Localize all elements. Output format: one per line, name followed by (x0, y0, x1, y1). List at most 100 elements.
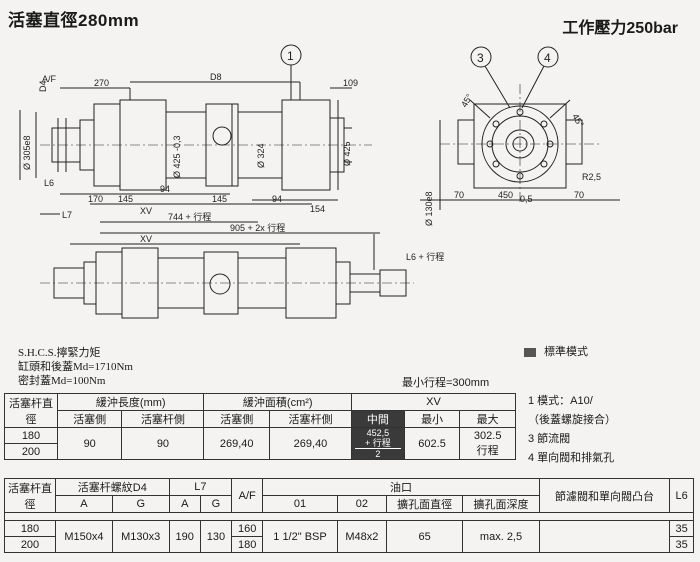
t2-h-01: 01 (262, 495, 338, 513)
side-note-4: 4 單向閥和排氣孔 (528, 452, 615, 464)
dim-d4: D4 (38, 80, 48, 92)
dim-270: 270 (94, 78, 109, 88)
dim-d305: Ø 305e8 (22, 135, 32, 170)
t1-xv-mid: 452,5 + 行程 2 (351, 427, 405, 460)
dim-d324: Ø 324 (256, 143, 266, 168)
dim-94a: 94 (160, 184, 170, 194)
torque-note-title: S.H.C.S.擰緊力矩 (18, 347, 101, 359)
torque-note-seal: 密封蓋Md=100Nm (18, 375, 106, 387)
balloon-4: 4 (544, 51, 551, 65)
dim-r25: R2,5 (582, 172, 601, 182)
dim-70a: 70 (454, 190, 464, 200)
dim-xv2: XV (140, 234, 152, 244)
legend: 標準模式 (524, 343, 588, 359)
t2-bore: 65 (385, 520, 464, 553)
dim-170: 170 (88, 194, 103, 204)
t2-l6-2: 35 (669, 536, 694, 553)
t2-h-depth: 擴孔面深度 (462, 495, 540, 513)
t1-h-mid: 中間 (351, 410, 405, 428)
torque-note-head: 缸頭和後蓋Md=1710Nm (18, 361, 133, 373)
t2-valve (538, 520, 671, 553)
t1-xv-min: 602.5 (403, 427, 461, 460)
dim-05: 0,5 (520, 194, 533, 204)
dim-905: 905 + 2x 行程 (230, 222, 285, 233)
dim-45b: 45° (570, 112, 586, 129)
t1-area-piston: 269,40 (203, 427, 270, 460)
t1-rod1: 180 (4, 427, 58, 444)
page-title: 活塞直徑280mm (8, 11, 140, 30)
t2-h-l7: L7 (168, 478, 233, 496)
t1-h-rod: 活塞杆直徑 (4, 393, 58, 428)
t2-h-bore: 擴孔面直徑 (385, 495, 464, 513)
cylinder-end-view (440, 84, 600, 204)
pressure-title: 工作壓力250bar (562, 20, 678, 37)
t2-h-02: 02 (336, 495, 388, 513)
t2-spacer (4, 512, 694, 521)
t1-max-bot: 行程 (476, 444, 499, 457)
t2-h-g2: G (199, 495, 233, 513)
legend-label: 標準模式 (544, 346, 588, 358)
t2-l7-a: 190 (168, 520, 201, 553)
dim-94b: 94 (272, 194, 282, 204)
cushion-table: 活塞杆直徑 緩沖長度(mm) 緩沖面積(cm²) XV 活塞側 活塞杆側 活塞側… (4, 393, 516, 460)
dim-145b: 145 (212, 194, 227, 204)
legend-swatch (524, 347, 536, 357)
t2-h-l6: L6 (669, 478, 694, 513)
dim-xv: XV (140, 206, 152, 216)
dim-d425a: Ø 425 -0,3 (172, 135, 182, 178)
side-note-3: 3 節流閥 (528, 433, 571, 445)
t1-h-piston2: 活塞側 (203, 410, 270, 428)
t1-h-cushlen: 緩沖長度(mm) (56, 393, 205, 411)
dim-l7: L7 (62, 210, 72, 220)
dim-70b: 70 (574, 190, 584, 200)
t1-max-top: 302.5 (473, 429, 502, 442)
t1-h-xv: XV (351, 393, 516, 411)
balloon-3: 3 (477, 51, 484, 65)
t2-depth: max. 2,5 (462, 520, 540, 553)
side-note-2: （後蓋螺旋接合） (528, 414, 616, 426)
t1-h-min: 最小 (403, 410, 461, 428)
t2-l6-1: 35 (669, 520, 694, 537)
t2-h-thread: 活塞杆螺紋D4 (55, 478, 170, 496)
t2-h-a: A (55, 495, 113, 513)
t1-area-rod: 269,40 (268, 427, 353, 460)
t2-h-rod: 活塞杆直徑 (4, 478, 56, 513)
dim-145a: 145 (118, 194, 133, 204)
t1-h-rodside2: 活塞杆側 (268, 410, 353, 428)
dim-af: A/F (42, 74, 57, 84)
balloon-1: 1 (287, 49, 294, 63)
t2-thread-g: M130x3 (111, 520, 170, 553)
t1-mid-top: 452,5 (366, 428, 390, 438)
dim-d425b: Ø 425 (342, 141, 352, 166)
t2-h-g: G (111, 495, 170, 513)
dim-l6-stroke: L6 + 行程 (406, 251, 444, 262)
t1-len-rod: 90 (121, 427, 205, 460)
torque-notes: S.H.C.S.擰緊力矩 缸頭和後蓋Md=1710Nm 密封蓋Md=100Nm (18, 346, 133, 388)
t1-rod2: 200 (4, 443, 58, 460)
dim-154: 154 (310, 204, 325, 214)
t1-h-rodside: 活塞杆側 (121, 410, 205, 428)
dim-45a: 45° (459, 92, 475, 109)
t2-p01: 1 1/2" BSP (262, 520, 338, 553)
t1-mid-bot: 2 (355, 448, 401, 459)
dim-109: 109 (343, 78, 358, 88)
t2-thread-a: M150x4 (55, 520, 113, 553)
t2-h-a2: A (168, 495, 201, 513)
dim-d8: D8 (210, 72, 222, 82)
t2-h-port: 油口 (262, 478, 540, 496)
dim-744: 744 + 行程 (168, 211, 211, 222)
t2-h-af: A/F (231, 478, 264, 513)
t2-af2: 180 (231, 536, 264, 553)
cylinder-side-view (40, 99, 372, 191)
t2-h-valve: 節濾閥和單向閥凸台 (538, 478, 671, 513)
thread-port-table: 活塞杆直徑 活塞杆螺紋D4 L7 A/F 油口 節濾閥和單向閥凸台 L6 A G… (4, 478, 694, 553)
t1-mid-mid: + 行程 (365, 438, 391, 448)
min-stroke-note: 最小行程=300mm (402, 377, 490, 389)
dim-d130: Ø 130e8 (424, 191, 434, 226)
t1-xv-max: 302.5 行程 (459, 427, 516, 460)
cylinder-stroke-view (40, 247, 414, 319)
dim-450: 450 (498, 190, 513, 200)
t1-h-cusharea: 緩沖面積(cm²) (203, 393, 353, 411)
t2-rod2: 200 (4, 536, 56, 553)
